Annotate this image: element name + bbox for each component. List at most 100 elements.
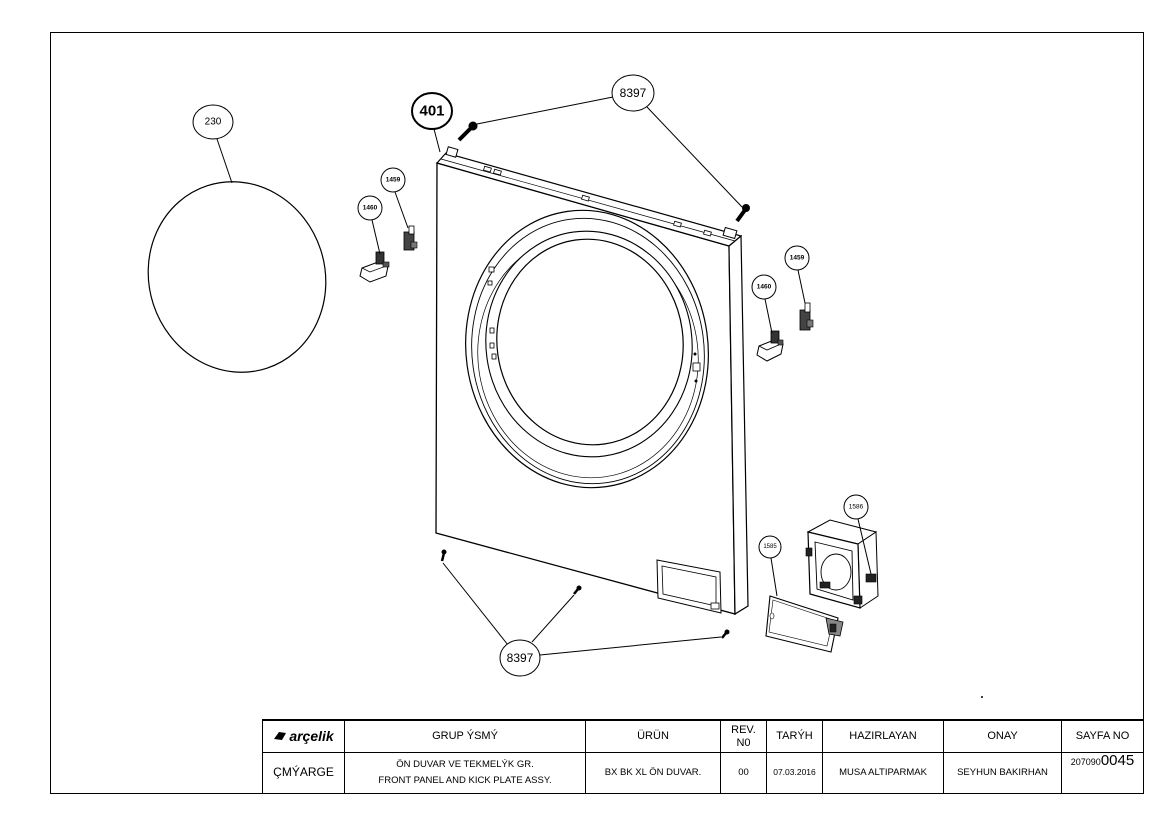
- ring-hole: [694, 379, 698, 383]
- value-group-name: ÖN DUVAR VE TEKMELÝK GR. FRONT PANEL AND…: [345, 753, 586, 794]
- part-1585-cover-plate: [765, 595, 844, 653]
- header-group-name: GRUP ÝSMÝ: [345, 721, 586, 753]
- panel-top-tab: [581, 194, 590, 202]
- leader-line-1459-right: [797, 269, 806, 304]
- panel-top-tab: [703, 229, 712, 237]
- header-page-no: SAYFA NO: [1062, 721, 1144, 753]
- approved-text: SEYHUN BAKIRHAN: [957, 766, 1048, 778]
- header-prepared-by-text: HAZIRLAYAN: [849, 730, 917, 743]
- callout-label: 1586: [849, 504, 864, 511]
- leader-line-8397-top-left: [476, 96, 614, 125]
- prepared-by-text: MUSA ALTIPARMAK: [839, 766, 927, 778]
- arcelik-logo: arçelik: [273, 727, 334, 744]
- header-product-text: ÜRÜN: [637, 730, 669, 743]
- rev-text: 00: [738, 766, 749, 778]
- callout-8397-top: 8397: [611, 74, 655, 112]
- page-no-prefix: 207090: [1070, 757, 1101, 767]
- date-text: 07.03.2016: [773, 767, 816, 778]
- callout-230: 230: [192, 104, 234, 140]
- screw-8397: [735, 204, 750, 223]
- header-page-no-text: SAYFA NO: [1075, 730, 1130, 743]
- callout-label: 1460: [363, 205, 378, 212]
- header-approved: ONAY: [944, 721, 1062, 753]
- leader-line-401: [433, 128, 441, 153]
- callout-label: 8397: [620, 86, 647, 100]
- service-hatch-clip: [710, 602, 720, 610]
- panel-top-tab: [483, 165, 492, 173]
- ring-slot: [487, 280, 493, 286]
- company-text: ÇMÝARGE: [273, 765, 334, 780]
- leader-line-8397-bottom-2: [531, 594, 575, 643]
- value-prepared-by: MUSA ALTIPARMAK: [823, 753, 944, 794]
- part-1459-clip-left: [403, 225, 418, 251]
- value-date: 07.03.2016: [767, 753, 823, 794]
- title-block: arçelik GRUP ÝSMÝ ÜRÜN REV. N0 TARÝH HAZ…: [262, 719, 1144, 794]
- part-1586-bracket: [805, 519, 879, 609]
- panel-top-tab: [722, 226, 738, 240]
- screw-8397: [440, 549, 447, 562]
- leader-line-1460-right: [764, 298, 773, 334]
- leader-line-1585: [770, 557, 778, 597]
- panel-top-tab: [445, 146, 459, 158]
- group-name-tr: ÖN DUVAR VE TEKMELÝK GR.: [396, 758, 534, 770]
- leader-line-230: [216, 138, 233, 184]
- ring-slot: [488, 266, 495, 273]
- door-window: [496, 238, 684, 446]
- leader-line-1460-left: [371, 219, 381, 255]
- callout-8397-bottom: 8397: [499, 639, 541, 677]
- screw-8397: [721, 629, 730, 639]
- header-approved-text: ONAY: [987, 730, 1018, 743]
- leader-line-8397-top-right: [646, 106, 743, 208]
- logo-mark-icon: [274, 732, 287, 741]
- product-text: BX BK XL ÖN DUVAR.: [604, 766, 702, 778]
- callout-label: 1459: [386, 177, 401, 184]
- callout-1459-right: 1459: [784, 245, 810, 271]
- ring-hole: [693, 352, 697, 356]
- header-prepared-by: HAZIRLAYAN: [823, 721, 944, 753]
- part-401-front-panel: [435, 146, 749, 616]
- part-230-ellipse: [147, 181, 327, 373]
- callout-1459-left: 1459: [380, 167, 406, 193]
- callout-401: 401: [411, 92, 453, 130]
- callout-label: 1459: [790, 255, 805, 262]
- header-rev: REV. N0: [721, 721, 767, 753]
- value-company: ÇMÝARGE: [263, 753, 345, 794]
- panel-top-tab: [673, 220, 682, 228]
- callout-label: 8397: [507, 651, 534, 665]
- header-rev-line2: N0: [736, 736, 751, 749]
- part-1460-lock-right: [756, 330, 784, 362]
- callout-label: 230: [205, 117, 222, 128]
- screw-8397: [573, 585, 582, 595]
- screw-8397: [457, 121, 478, 142]
- logo-text: arçelik: [289, 727, 334, 744]
- leader-lines: [216, 96, 872, 656]
- ring-slot: [692, 362, 701, 372]
- header-date: TARÝH: [767, 721, 823, 753]
- page-no-suffix: 0045: [1100, 753, 1135, 769]
- value-approved: SEYHUN BAKIRHAN: [944, 753, 1062, 794]
- header-product: ÜRÜN: [586, 721, 721, 753]
- group-name-en: FRONT PANEL AND KICK PLATE ASSY.: [378, 775, 552, 786]
- title-block-logo-cell: arçelik: [263, 721, 345, 753]
- stray-dot: [981, 696, 983, 698]
- callout-label: 1460: [757, 284, 772, 291]
- callout-1460-left: 1460: [357, 195, 383, 221]
- value-rev: 00: [721, 753, 767, 794]
- header-group-name-text: GRUP ÝSMÝ: [432, 730, 498, 743]
- callout-1460-right: 1460: [751, 274, 777, 300]
- panel-top-tab: [493, 168, 502, 176]
- ring-slot: [489, 342, 495, 349]
- callout-label: 401: [419, 103, 444, 120]
- leader-line-8397-bottom-1: [442, 562, 509, 646]
- callout-1586: 1586: [843, 494, 869, 520]
- panel-side-flange: [728, 234, 749, 616]
- part-1460-lock-left: [359, 251, 390, 283]
- leader-line-1586: [857, 518, 872, 575]
- ring-slot: [489, 327, 495, 334]
- callout-1585: 1585: [758, 535, 782, 559]
- leader-line-8397-bottom-3: [539, 636, 722, 656]
- leader-line-1459-left: [394, 191, 409, 229]
- ring-slot: [491, 353, 497, 360]
